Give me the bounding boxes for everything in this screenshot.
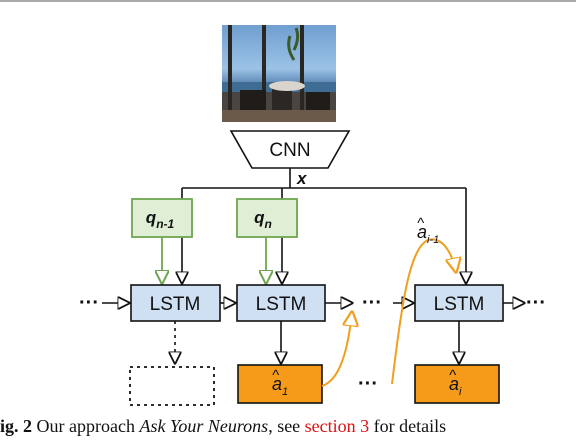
feedback-arrow-i	[391, 238, 456, 385]
ellipsis-middle: ···	[362, 292, 382, 314]
caption-figure-number: ig. 2	[0, 416, 33, 436]
ellipsis-left: ···	[79, 292, 99, 314]
question-node-n-label: qn	[254, 208, 272, 231]
caption-text-2: , see	[268, 416, 305, 436]
caption-text-3: for details	[369, 416, 447, 436]
question-node-n	[236, 198, 298, 238]
answer-node-1-hat: ^	[272, 367, 280, 384]
lstm-node-1	[130, 284, 221, 322]
answer-node-i-label: ai	[449, 374, 462, 398]
feedback-label-hat: ^	[417, 215, 425, 232]
empty-output-node	[129, 366, 215, 406]
ellipsis-bottom: ···	[358, 373, 378, 395]
feedback-label: ai-1	[417, 222, 439, 246]
image-feature-x: x	[296, 169, 308, 188]
lstm-node-1-label: LSTM	[150, 294, 201, 315]
question-node-n-1-label: qn-1	[146, 208, 175, 231]
cnn-label: CNN	[269, 140, 310, 161]
lstm-node-2-label: LSTM	[256, 294, 307, 315]
answer-node-i	[414, 364, 500, 404]
input-image	[222, 25, 336, 122]
caption-text-1: Our approach	[36, 416, 140, 436]
answer-node-1	[237, 364, 323, 404]
lstm-node-3-label: LSTM	[434, 294, 485, 315]
caption-title: Ask Your Neurons	[139, 416, 269, 436]
ellipsis-right: ···	[526, 292, 546, 314]
feedback-arrow-1	[321, 312, 352, 387]
cnn-block	[229, 130, 351, 169]
caption-section-link[interactable]: section 3	[304, 416, 370, 436]
lstm-node-3	[414, 284, 504, 322]
answer-node-i-hat: ^	[449, 367, 457, 384]
answer-node-1-label: a1	[272, 374, 288, 398]
figure-caption: ig. 2 Our approach Ask Your Neurons, see…	[0, 416, 576, 446]
